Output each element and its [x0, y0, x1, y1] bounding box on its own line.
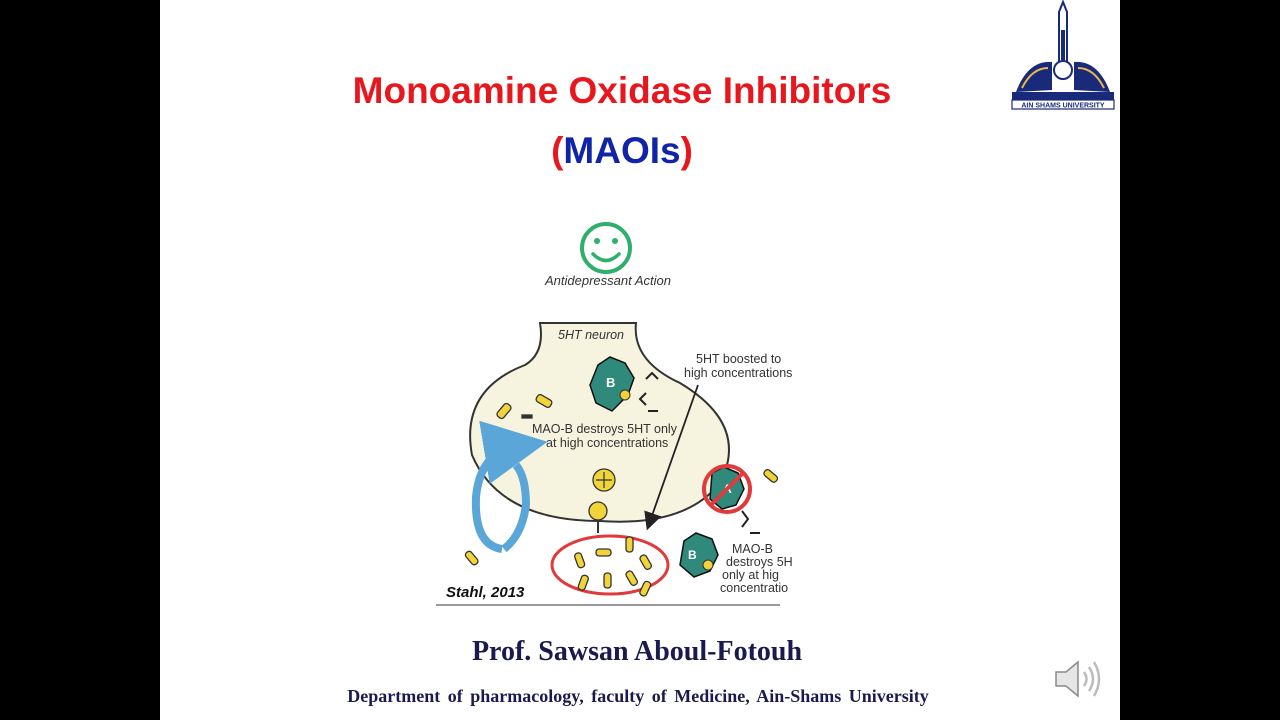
action-label: Antidepressant Action — [544, 273, 671, 288]
synaptic-cleft-highlight — [550, 534, 670, 596]
boost-label-line1: 5HT boosted to — [696, 352, 781, 366]
boost-label-line2: high concentrations — [684, 366, 792, 380]
department-line: Department of pharmacology, faculty of M… — [347, 686, 929, 706]
mao-diagram: Antidepressant Action 5HT neuron B MAO-B… — [436, 222, 793, 606]
serotonin-molecule-free — [464, 550, 479, 566]
logo-text: AIN SHAMS UNIVERSITY — [1021, 103, 1105, 110]
figure-caption: Stahl, 2013 — [446, 584, 525, 601]
release-vesicle — [588, 501, 608, 521]
vesicle — [592, 468, 616, 492]
maob-outside-line4: concentratio — [720, 581, 788, 595]
paren-close: ) — [680, 130, 693, 171]
paren-open: ( — [551, 130, 564, 171]
subtitle-abbrev: MAOIs — [563, 130, 681, 171]
mao-b-enzyme-inside: B — [589, 356, 635, 412]
prohibition-icon — [702, 464, 752, 514]
boost-arrow — [644, 384, 699, 531]
university-logo: AIN SHAMS UNIVERSITY — [1011, 0, 1115, 110]
enzyme-b-label: B — [606, 375, 615, 390]
slide: Monoamine Oxidase Inhibitors (MAOIs) AIN… — [160, 0, 1120, 720]
maob-outside-line2: destroys 5H — [726, 555, 793, 569]
maob-inside-line1: MAO-B destroys 5HT only — [532, 422, 678, 436]
svg-text:B: B — [688, 548, 697, 562]
neuron-label: 5HT neuron — [558, 328, 624, 342]
slide-subtitle: (MAOIs) — [160, 130, 1084, 172]
mao-b-enzyme-outside: B — [679, 532, 719, 578]
author-name: Prof. Sawsan Aboul-Fotouh — [471, 636, 803, 667]
smiley-icon — [580, 222, 632, 274]
serotonin-molecules-cleft — [573, 536, 653, 597]
maob-outside-line1: MAO-B — [732, 542, 773, 556]
maob-outside-line3: only at hig — [722, 568, 779, 582]
slide-title: Monoamine Oxidase Inhibitors — [352, 70, 892, 111]
speaker-icon[interactable] — [1052, 654, 1104, 704]
maob-inside-line2: at high concentrations — [546, 436, 668, 450]
serotonin-molecules-inside — [496, 393, 553, 420]
cycle-arrow-icon — [471, 420, 548, 553]
